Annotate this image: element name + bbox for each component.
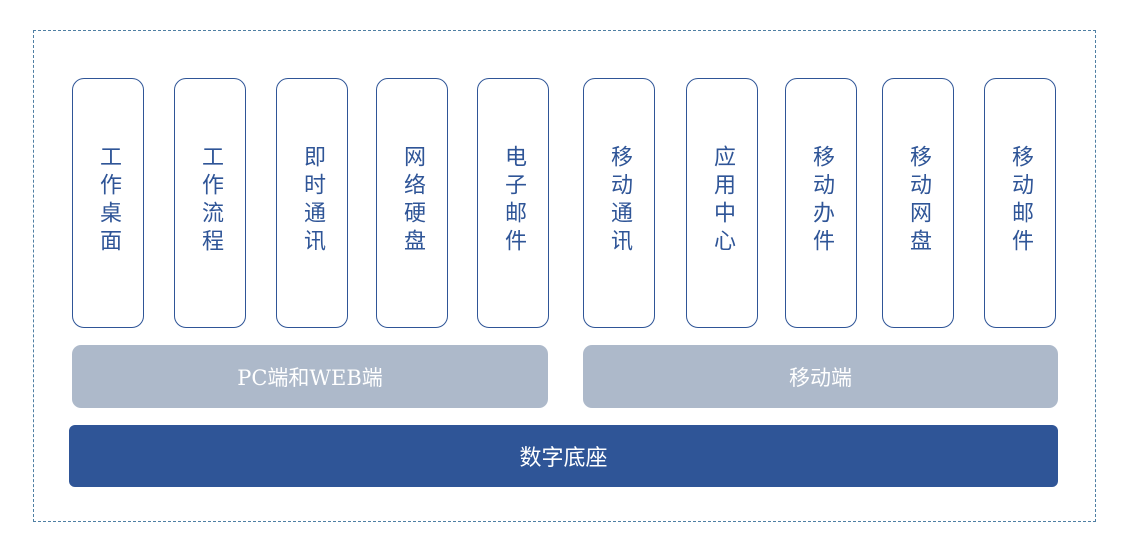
module-instant-messaging: 即时通讯 [276, 78, 348, 328]
module-label: 工作流程 [198, 145, 223, 257]
module-mobile-drive: 移动网盘 [882, 78, 954, 328]
module-network-drive: 网络硬盘 [376, 78, 448, 328]
platform-mobile-label: 移动端 [789, 365, 852, 390]
module-mobile-office: 移动办件 [785, 78, 857, 328]
module-mobile-email: 移动邮件 [984, 78, 1056, 328]
module-app-center: 应用中心 [686, 78, 758, 328]
platform-mobile: 移动端 [583, 345, 1058, 408]
module-workflow: 工作流程 [174, 78, 246, 328]
module-label: 电子邮件 [501, 145, 526, 257]
module-label: 应用中心 [710, 145, 735, 257]
module-email: 电子邮件 [477, 78, 549, 328]
module-label: 移动邮件 [1008, 145, 1033, 257]
module-mobile-messaging: 移动通讯 [583, 78, 655, 328]
digital-base-label: 数字底座 [519, 446, 608, 471]
module-work-desktop: 工作桌面 [72, 78, 144, 328]
platform-pc-web: PC端和WEB端 [72, 345, 548, 408]
module-label: 即时通讯 [300, 145, 325, 257]
module-label: 移动网盘 [906, 145, 931, 257]
module-label: 网络硬盘 [400, 145, 425, 257]
module-label: 移动通讯 [607, 145, 632, 257]
module-label: 移动办件 [809, 145, 834, 257]
digital-base: 数字底座 [69, 425, 1058, 487]
diagram-frame [33, 30, 1096, 522]
platform-pc-web-label: PC端和WEB端 [237, 365, 383, 390]
module-label: 工作桌面 [96, 145, 121, 257]
